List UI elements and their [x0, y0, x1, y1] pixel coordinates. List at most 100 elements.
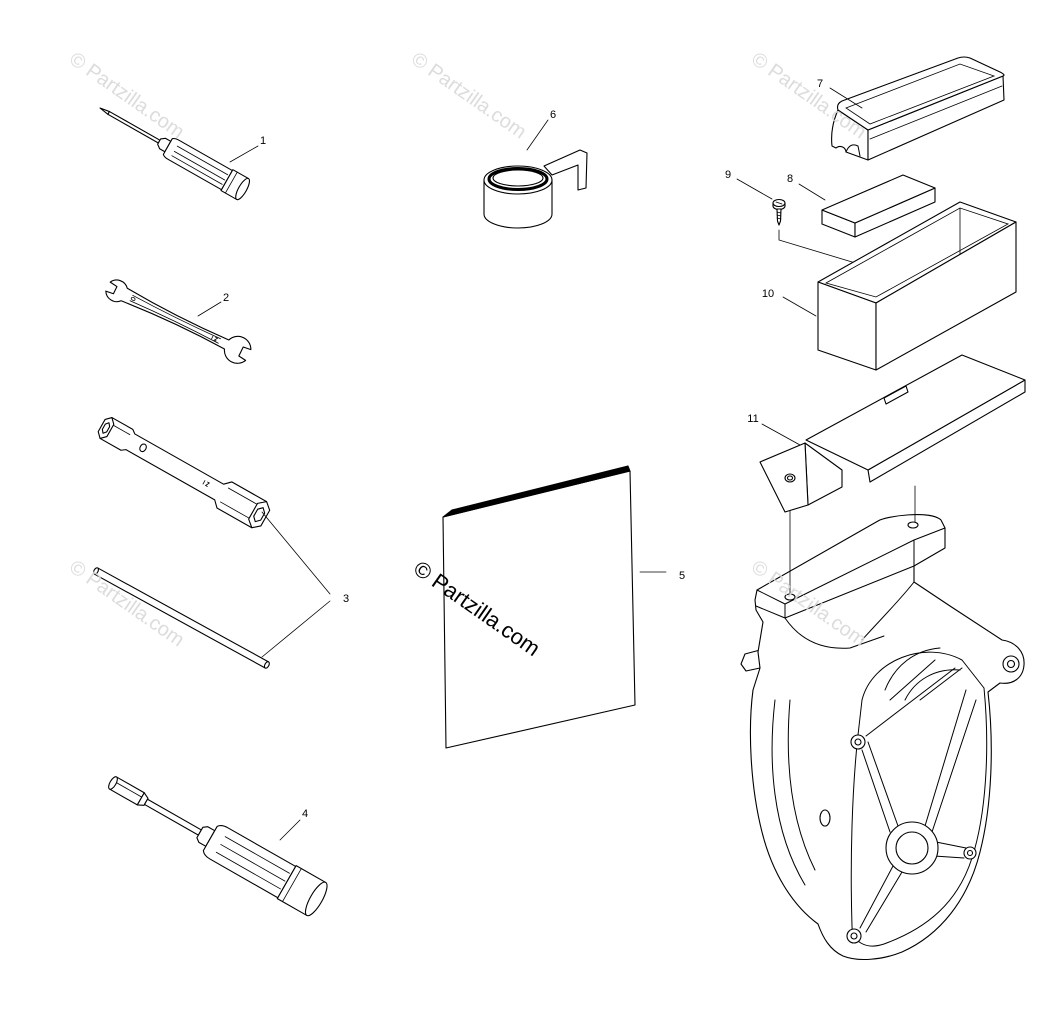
booklet-page-line: [445, 468, 630, 516]
callout-8: 8: [787, 173, 793, 185]
lid-top-rim: [845, 63, 996, 125]
recoil-housing: [740, 514, 1025, 961]
leader-line-10: [782, 296, 817, 317]
foam-pad-part-8: [821, 174, 936, 238]
ridge-line: [224, 836, 290, 874]
watermark-faint: © Partzilla.com: [747, 48, 870, 143]
bracket-tab: [759, 442, 809, 513]
hex-socket-hole-left: [101, 422, 111, 434]
size-stamp: [202, 480, 211, 487]
cover-hub-inner: [895, 831, 929, 865]
screw-guide-line: [778, 229, 873, 269]
tape-roll-part-6: [483, 149, 588, 229]
callout-5: 5: [679, 570, 685, 582]
lid-notch: [845, 144, 861, 157]
cover-boss-hole: [854, 738, 862, 746]
tommy-bar-end: [263, 661, 270, 669]
platform-hole: [907, 521, 919, 529]
housing-outline: [749, 514, 1025, 961]
screwdriver-part-1: [99, 107, 251, 201]
leader-line-11: [761, 423, 801, 446]
screw-part-9: [772, 198, 786, 226]
tommy-bar-end: [93, 567, 99, 575]
cap-seam: [224, 171, 238, 194]
ridge-line: [176, 145, 229, 176]
spoke: [924, 689, 977, 833]
cover-boss-hole: [966, 849, 974, 857]
handle-ridges: [171, 145, 229, 185]
wrench-stamp-mark: [130, 296, 136, 301]
tape-roll-core: [492, 169, 544, 187]
screw-shank: [776, 208, 782, 226]
screwdriver-handle: [162, 137, 233, 191]
watermark-faint: © Partzilla.com: [407, 48, 530, 143]
callout-2: 2: [223, 292, 229, 304]
callout-7: 7: [817, 78, 823, 90]
spoke: [861, 741, 899, 833]
bracket-part-11: [759, 354, 1026, 513]
bracket-tray: [805, 354, 1026, 471]
callout-4: 4: [302, 808, 308, 820]
leader-lines: [197, 87, 863, 841]
cap-end-face: [304, 881, 328, 917]
ridge-line: [173, 150, 226, 181]
cover-plate: [850, 651, 988, 947]
callout-10: 10: [762, 288, 774, 300]
fan-blades: [884, 647, 963, 701]
bit-hex-edge: [115, 781, 143, 798]
wrench-shank-recess: [129, 294, 221, 344]
ridge-line: [215, 851, 281, 890]
wrench-part-2: [105, 279, 252, 364]
ridge-line: [171, 155, 223, 185]
cap-end-face: [235, 177, 251, 201]
callout-1: 1: [260, 135, 266, 147]
hex-edge-left: [112, 424, 131, 435]
pad-top-face: [821, 174, 936, 224]
tommy-bar-part-3: [93, 567, 270, 669]
watermark-faint: © Partzilla.com: [65, 556, 188, 651]
callout-11: 11: [747, 413, 758, 425]
cap-seam: [282, 868, 302, 902]
hex-edge-right: [227, 487, 259, 506]
screw-slot: [775, 201, 783, 205]
callout-6: 6: [550, 109, 556, 121]
leader-line-2: [197, 301, 222, 317]
bracket-tab-hole-inner: [786, 475, 794, 481]
manual-booklet-part-5: [442, 465, 636, 749]
leader-line-7: [829, 87, 863, 109]
platform-edges: [755, 527, 946, 619]
tape-loose-end: [543, 149, 588, 191]
cover-spokes: [859, 667, 977, 933]
hex-socket-hole-right: [253, 507, 266, 523]
lid-top-face: [836, 56, 1005, 131]
housing-shaft-stub: [740, 649, 761, 672]
box-inner-rim: [824, 207, 1009, 298]
housing-boss: [819, 809, 831, 827]
spoke: [865, 667, 956, 737]
callouts: 1 2 3 4 5 6 7 8 9 10 11: [223, 78, 823, 820]
callout-9: 9: [725, 169, 731, 181]
leader-line-6: [526, 119, 549, 151]
hex-edge-right: [220, 501, 251, 520]
watermark-faint: © Partzilla.com: [65, 48, 188, 143]
box-long-face: [875, 221, 1017, 371]
lid-front-groove: [869, 85, 1003, 140]
screwdriver-shaft: [143, 798, 202, 836]
leader-line-1: [229, 145, 259, 163]
leader-line-9: [736, 178, 773, 200]
housing-upper-contour: [784, 581, 915, 649]
bracket-notch: [883, 385, 909, 405]
screw-threads: [776, 211, 782, 220]
wrench-stamp-mark: [211, 335, 219, 342]
wrench-body: [105, 279, 252, 364]
leader-line-4: [279, 819, 301, 841]
bit-end-face: [108, 776, 118, 790]
screwdriver-part-4: [108, 776, 328, 917]
tommy-bar-body: [93, 567, 270, 669]
socket-wrench-part-3: [97, 417, 271, 529]
ridge-line: [220, 844, 286, 882]
housing-left-contour: [771, 699, 816, 886]
spoke: [933, 841, 967, 859]
leader-line-8: [798, 183, 826, 201]
socket-wrench-body: [99, 417, 268, 529]
